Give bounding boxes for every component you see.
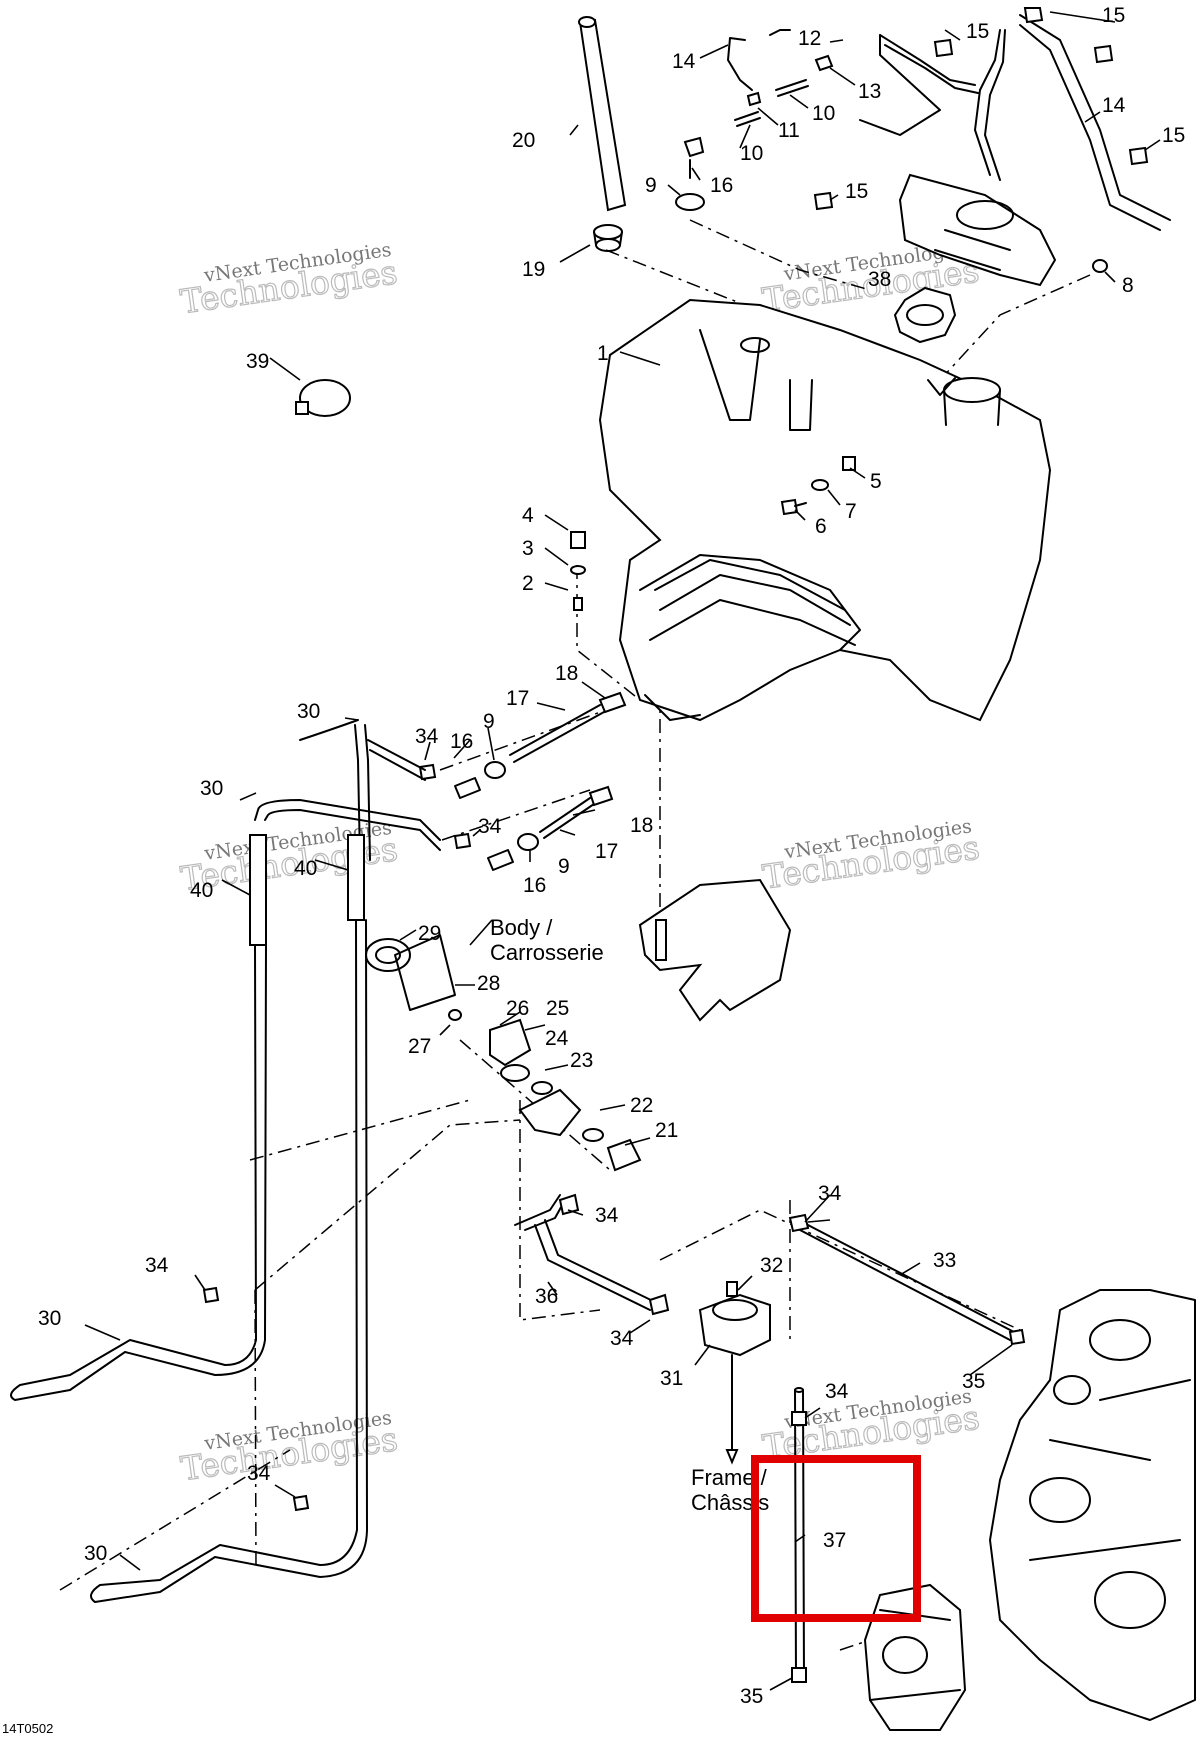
callout-38: 38: [868, 268, 891, 291]
callout-30-c: 30: [38, 1307, 61, 1330]
callout-10-lower: 10: [740, 142, 763, 165]
callout-13: 13: [858, 80, 881, 103]
callout-17-upper: 17: [506, 687, 529, 710]
fuel-line-30-lower: [10, 919, 368, 1603]
vent-fittings: [683, 54, 834, 179]
engine: [989, 1289, 1196, 1721]
callout-6: 6: [815, 515, 827, 538]
callout-14-right: 14: [1102, 94, 1126, 117]
fuel-line-33: [788, 1213, 1026, 1346]
filler-grommet: [593, 224, 623, 252]
filter-40-left: [249, 834, 267, 946]
leader-lines: [84, 11, 1161, 1691]
callout-4: 4: [522, 504, 534, 527]
callout-24: 24: [545, 1027, 569, 1050]
callout-32: 32: [760, 1254, 783, 1277]
callout-14-left: 14: [672, 50, 696, 73]
watermark-4: Technologies vNext Technologies: [760, 815, 983, 897]
pickup-line-lower: [453, 785, 614, 871]
callout-34-d: 34: [818, 1182, 842, 1205]
drawing-code: 14T0502: [2, 1721, 53, 1736]
valve-assembly: [365, 934, 642, 1172]
callout-33: 33: [933, 1249, 956, 1272]
callout-34-f: 34: [610, 1327, 634, 1350]
callout-22: 22: [630, 1094, 653, 1117]
callout-labels: 1 2 3 4 5 6 7 8 9 9 9 10 10 11 12 13 14 …: [38, 4, 1185, 1708]
callout-34-b: 34: [478, 815, 502, 838]
callout-34-g: 34: [247, 1462, 271, 1485]
callout-31: 31: [660, 1367, 683, 1390]
callout-23: 23: [570, 1049, 593, 1072]
grommet-top: [675, 193, 705, 211]
clamp: [295, 379, 351, 417]
grommet-8: [1092, 259, 1108, 273]
tank-bracket: [898, 173, 1057, 287]
watermark-1: Technologies vNext Technologies: [177, 239, 400, 322]
callout-35-a: 35: [962, 1370, 985, 1393]
callout-15-b: 15: [966, 20, 989, 43]
callout-28: 28: [477, 972, 500, 995]
callout-17-lower: 17: [595, 840, 618, 863]
callout-34-c: 34: [595, 1204, 619, 1227]
callout-39: 39: [246, 350, 269, 373]
vent-hose-left: [727, 29, 791, 91]
callout-9-top: 9: [645, 174, 657, 197]
callout-1: 1: [597, 342, 609, 365]
callout-18-upper: 18: [555, 662, 578, 685]
body-note-line1: Body /: [490, 915, 553, 940]
callout-5: 5: [870, 470, 882, 493]
body-note-line2: Carrosserie: [490, 940, 604, 965]
body-bracket: [638, 878, 792, 1022]
callout-36: 36: [535, 1285, 558, 1308]
callout-37: 37: [823, 1529, 846, 1552]
callout-20: 20: [512, 129, 535, 152]
callout-3: 3: [522, 537, 534, 560]
callout-8: 8: [1122, 274, 1134, 297]
callout-15-a: 15: [1102, 4, 1125, 27]
callout-2: 2: [522, 572, 534, 595]
callout-34-h: 34: [825, 1380, 849, 1403]
filler-tube: [578, 16, 627, 212]
callout-21: 21: [655, 1119, 678, 1142]
tank-mount-hardware: [570, 531, 586, 611]
fuel-tank: [598, 298, 1052, 722]
callout-15-c: 15: [1162, 124, 1185, 147]
callout-15-d: 15: [845, 180, 868, 203]
tank-bolts: [780, 456, 856, 516]
callout-26: 26: [506, 997, 529, 1020]
callout-7: 7: [845, 500, 857, 523]
callout-16-lower-line: 16: [523, 874, 546, 897]
callout-30-b: 30: [200, 777, 223, 800]
callout-16-top: 16: [710, 174, 733, 197]
callout-30-a: 30: [297, 700, 320, 723]
body-note: Body / Carrosserie: [490, 915, 604, 965]
callout-9-lower-line: 9: [558, 855, 570, 878]
fuel-pump: [698, 1281, 771, 1465]
callout-40-a: 40: [190, 879, 213, 902]
callout-29: 29: [418, 922, 441, 945]
callout-11: 11: [778, 119, 800, 142]
callout-30-d: 30: [84, 1542, 107, 1565]
callout-10-top: 10: [812, 102, 835, 125]
callout-40-b: 40: [294, 857, 317, 880]
filler-neck: [927, 377, 1001, 426]
callout-27: 27: [408, 1035, 431, 1058]
fuel-line-30-upper: [254, 719, 441, 861]
callout-9-upper-line: 9: [483, 710, 495, 733]
callout-34-a: 34: [415, 725, 439, 748]
filter-40-right: [347, 834, 365, 921]
callout-18-lower: 18: [630, 814, 653, 837]
callout-25: 25: [546, 997, 569, 1020]
callout-35-b: 35: [740, 1685, 763, 1708]
callout-16-upper-line: 16: [450, 730, 473, 753]
callout-12: 12: [798, 27, 821, 50]
fuel-line-36: [514, 1193, 670, 1316]
fuel-cap: [893, 286, 957, 344]
fuel-line-37: [791, 1387, 807, 1683]
highlight-box: [751, 1455, 921, 1622]
callout-34-e: 34: [145, 1254, 169, 1277]
callout-19: 19: [522, 258, 545, 281]
vent-hoses: [813, 7, 1171, 231]
